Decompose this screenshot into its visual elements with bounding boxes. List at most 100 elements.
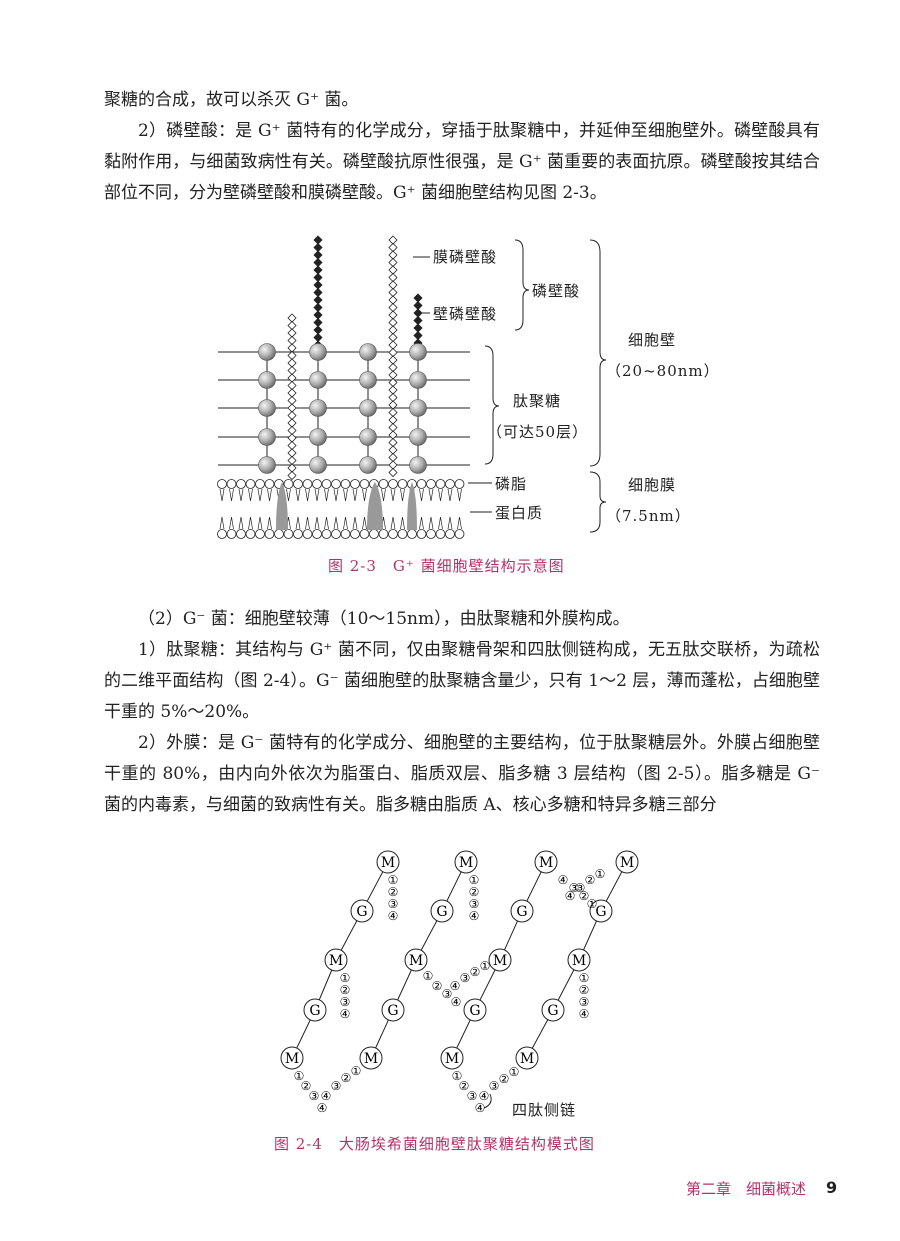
nam-label: M [620, 855, 634, 871]
nag-node [510, 899, 534, 923]
lipoteichoic-acid-chain [388, 385, 398, 395]
nam-label: M [285, 1051, 299, 1067]
nam-node [440, 1046, 464, 1070]
nag-label: G [469, 1003, 480, 1019]
lipid-tail [457, 488, 462, 502]
tetrapeptide-residue: ① [423, 969, 434, 983]
phospholipid-head [359, 479, 370, 489]
tetrapeptide-residue: ② [585, 873, 596, 887]
label-protein: 蛋白质 [495, 504, 543, 522]
tetrapeptide-residue: ① [294, 1069, 305, 1083]
lipoteichoic-acid-chain [388, 317, 398, 328]
tetrapeptide-residue: ① [388, 873, 399, 887]
phospholipid-head [378, 529, 389, 539]
phospholipid-head [274, 529, 284, 539]
lipoteichoic-acid-chain [388, 242, 398, 253]
membrane-protein [276, 482, 288, 530]
peptidoglycan-unit [309, 399, 327, 417]
phospholipid-head [255, 479, 265, 489]
phospholipid-head [264, 479, 275, 489]
lipid-tail [390, 516, 396, 530]
tetrapeptide-residue: ② [579, 983, 590, 997]
peptidoglycan-unit [359, 371, 377, 389]
lipoteichoic-acid-chain [287, 448, 297, 458]
tetrapeptide-residue: ① [351, 1064, 362, 1078]
nam-label: M [459, 855, 473, 871]
peptidoglycan-unit [309, 371, 327, 389]
peptidoglycan-unit [309, 428, 327, 446]
lipid-tail [257, 516, 263, 530]
wall-teichoic-acid-chain [313, 332, 323, 343]
peptidoglycan-unit [409, 428, 427, 446]
paragraph-gram-negative: （2）G⁻ 菌：细胞壁较薄（10～15nm），由肽聚糖和外膜构成。 [138, 609, 630, 629]
phospholipid-head [312, 479, 322, 489]
tetrapeptide-residue: ③ [489, 1079, 500, 1093]
lipid-tail [457, 516, 462, 530]
phospholipid-head [435, 529, 446, 539]
label-peptidoglycan-layers: （可达50层） [487, 423, 588, 441]
wall-teichoic-acid-chain [313, 272, 323, 283]
nag-node [430, 899, 454, 923]
peptidoglycan-unit [409, 456, 427, 474]
tetrapeptide-residue: ④ [565, 889, 576, 903]
lipoteichoic-acid-chain [388, 407, 398, 418]
lipoteichoic-acid-chain [388, 347, 398, 358]
wall-teichoic-acid-chain [313, 325, 323, 335]
nag-node [541, 998, 565, 1022]
phospholipid-head [331, 529, 341, 539]
lipoteichoic-acid-chain [287, 403, 297, 413]
nam-node [567, 948, 591, 972]
tetrapeptide-residue: ① [340, 971, 351, 985]
lipoteichoic-acid-chain [388, 272, 398, 283]
phospholipid-head [454, 479, 465, 489]
lipoteichoic-acid-chain [287, 380, 297, 391]
tetrapeptide-residue: ④ [450, 979, 461, 993]
phospholipid-head [255, 529, 265, 539]
tetrapeptide-residue: ④ [579, 1007, 590, 1021]
wall-teichoic-acid-chain [313, 280, 323, 290]
tetrapeptide-residue: ② [579, 889, 590, 903]
peptidoglycan-unit [258, 456, 276, 474]
nam-label: M [364, 1051, 378, 1067]
label-cell-wall: 细胞壁 [628, 331, 676, 349]
lipid-tail [305, 488, 310, 502]
tetrapeptide-residue: ④ [388, 909, 399, 923]
lipoteichoic-acid-chain [388, 362, 398, 373]
peptidoglycan-unit [359, 343, 377, 361]
phospholipid-head [217, 529, 227, 539]
lipoteichoic-acid-chain [388, 295, 398, 305]
figure-gram-positive-cell-wall: 膜磷壁酸 壁磷壁酸 磷壁酸 细胞壁 （20~80nm） 肽聚糖 （可达50层） … [217, 235, 719, 539]
tetrapeptide-residue: ① [579, 971, 590, 985]
paragraph-1: 聚糖的合成，故可以杀灭 G⁺ 菌。 [104, 90, 359, 110]
tetrapeptide-residue: ③ [467, 1089, 478, 1103]
phospholipid-head [435, 479, 446, 489]
tetrapeptide-residue: ③ [579, 995, 590, 1009]
peptidoglycan-unit [409, 371, 427, 389]
tetrapeptide-residue: ② [341, 1071, 352, 1085]
tetrapeptide-residue: ③ [442, 987, 453, 1001]
nam-node [359, 1046, 383, 1070]
lipoteichoic-acid-chain [388, 460, 398, 470]
lipoteichoic-acid-chain [388, 355, 398, 365]
nam-node [376, 850, 400, 874]
lipoteichoic-acid-chain [388, 392, 398, 403]
nam-node [488, 948, 512, 972]
phospholipid-head [445, 479, 455, 489]
nag-node [381, 998, 405, 1022]
footer-chapter-title: 第二章 细菌概述 [686, 1180, 807, 1198]
label-wall-teichoic-acid: 壁磷壁酸 [433, 305, 497, 323]
lipid-tail [333, 488, 339, 502]
figure-2-3-caption: 图 2-3 G⁺ 菌细胞壁结构示意图 [328, 557, 565, 575]
wall-teichoic-acid-chain [313, 287, 323, 298]
tetrapeptide-residue: ② [432, 979, 443, 993]
nam-node [615, 850, 639, 874]
lipoteichoic-acid-chain [388, 415, 398, 425]
peptidoglycan-unit [258, 428, 276, 446]
tetrapeptide-residue: ① [452, 1069, 463, 1083]
wall-teichoic-acid-chain [413, 323, 423, 333]
nam-label: M [409, 953, 423, 969]
peptidoglycan-unit [258, 371, 276, 389]
lipid-tail [219, 488, 225, 502]
tetrapeptide-residue: ① [469, 873, 480, 887]
lipid-tail [343, 488, 348, 502]
